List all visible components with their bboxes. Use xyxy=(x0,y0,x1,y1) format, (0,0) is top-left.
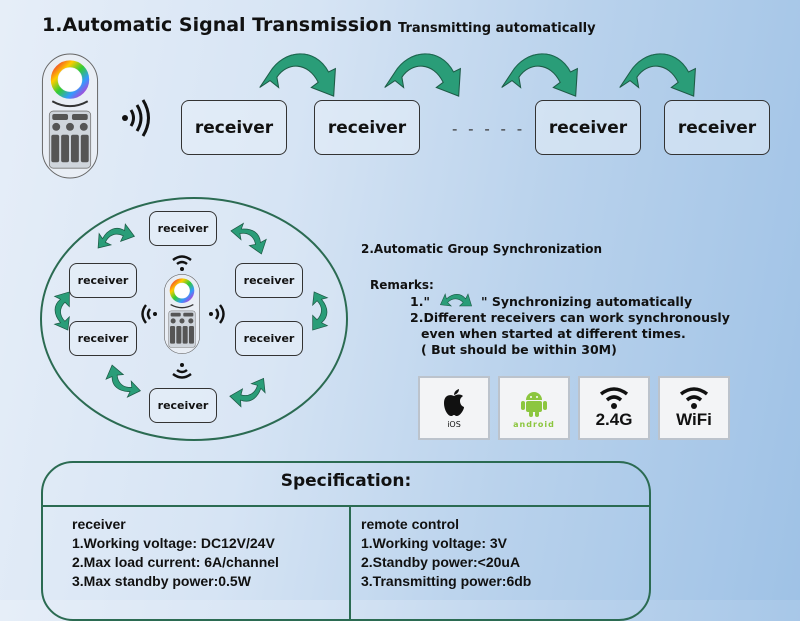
ios-tile: iOS xyxy=(418,376,490,440)
transmit-arrow-icon xyxy=(258,46,344,98)
sync-arrow-icon xyxy=(305,289,335,333)
receiver-box: receiver xyxy=(149,388,217,423)
receiver-box: receiver xyxy=(69,321,137,356)
receiver-box: receiver xyxy=(664,100,770,155)
spec-item: 1.Working voltage: 3V xyxy=(361,535,507,551)
wifi-tile: WiFi xyxy=(658,376,730,440)
receiver-spec-heading: receiver xyxy=(72,516,126,532)
receiver-box: receiver xyxy=(314,100,420,155)
remark2-line1: 2.Different receivers can work synchrono… xyxy=(410,310,730,325)
2-4g-label: 2.4G xyxy=(595,410,633,429)
remote-control-icon xyxy=(163,273,201,355)
remote-spec-column: remote control 1.Working voltage: 3V 2.S… xyxy=(361,515,531,591)
ios-label: iOS xyxy=(447,419,461,429)
remarks-label: Remarks: xyxy=(370,278,434,292)
signal-waves-icon xyxy=(122,99,150,137)
transmit-arrow-icon xyxy=(383,46,469,98)
spec-item: 2.Standby power:<20uA xyxy=(361,554,521,570)
spec-item: 3.Max standby power:0.5W xyxy=(72,573,251,589)
spec-item: 3.Transmitting power:6db xyxy=(361,573,532,589)
transmit-arrow-icon xyxy=(500,46,586,98)
wifi-label: WiFi xyxy=(676,410,712,429)
remark1-prefix: 1." xyxy=(410,294,430,309)
remote-spec-heading: remote control xyxy=(361,516,460,532)
signal-up-icon xyxy=(172,255,192,271)
receiver-spec-column: receiver 1.Working voltage: DC12V/24V 2.… xyxy=(72,515,279,591)
section1-title: 1.Automatic Signal Transmission xyxy=(42,14,393,36)
remark2-line2: even when started at different times. xyxy=(421,326,686,341)
2-4g-tile: 2.4G xyxy=(578,376,650,440)
spec-item: 1.Working voltage: DC12V/24V xyxy=(72,535,275,551)
receiver-box: receiver xyxy=(535,100,641,155)
specification-title: Specification: xyxy=(280,471,412,491)
signal-down-icon xyxy=(172,363,192,379)
receiver-box: receiver xyxy=(69,263,137,298)
wifi-signal-icon xyxy=(599,387,629,409)
android-label: android xyxy=(513,419,555,429)
receiver-box: receiver xyxy=(149,211,217,246)
section2-title: 2.Automatic Group Synchronization xyxy=(361,242,602,256)
receiver-box: receiver xyxy=(235,321,303,356)
sync-arrow-icon xyxy=(47,289,77,333)
android-tile: android xyxy=(498,376,570,440)
remark2-line3: ( But should be within 30M) xyxy=(421,342,617,357)
remote-control-icon xyxy=(40,52,100,180)
remark1-text: " Synchronizing automatically xyxy=(481,294,693,309)
divider xyxy=(43,505,649,507)
transmit-arrow-icon xyxy=(618,46,704,98)
signal-left-icon xyxy=(141,304,157,324)
receiver-box: receiver xyxy=(181,100,287,155)
receiver-box: receiver xyxy=(235,263,303,298)
signal-right-icon xyxy=(209,304,225,324)
divider xyxy=(349,505,351,619)
spec-item: 2.Max load current: 6A/channel xyxy=(72,554,279,570)
apple-icon xyxy=(444,388,464,416)
sync-arrow-icon xyxy=(436,288,476,312)
android-icon xyxy=(521,391,547,417)
wifi-signal-icon xyxy=(679,387,709,409)
ellipsis-dashes: - - - - - xyxy=(452,120,526,138)
specification-panel: Specification: receiver 1.Working voltag… xyxy=(41,461,651,621)
transmitting-label: Transmitting automatically xyxy=(398,21,596,36)
